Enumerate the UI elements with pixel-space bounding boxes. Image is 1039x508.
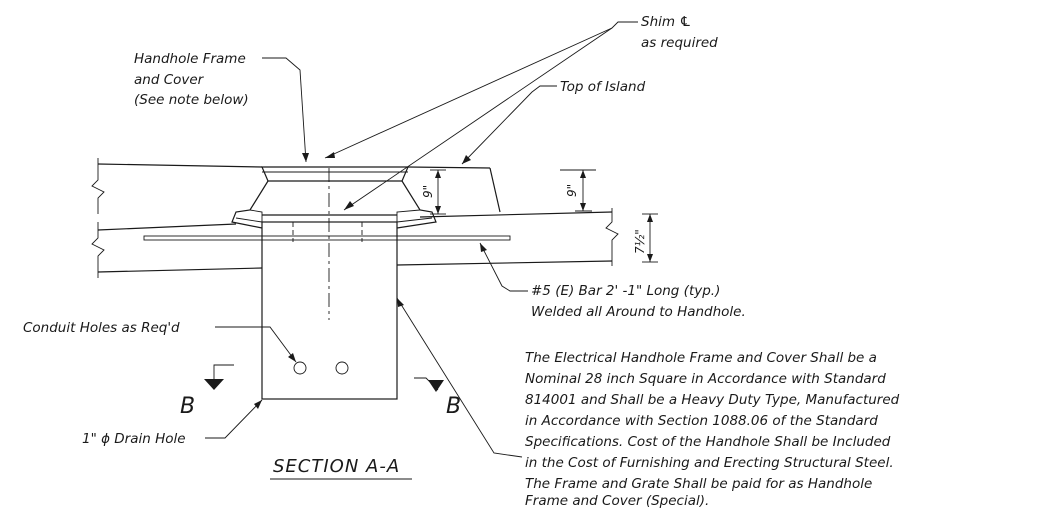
- note-block: The Electrical Handhole Frame and Cover …: [525, 350, 900, 508]
- break-line-left-top: [91, 158, 105, 214]
- leader-shim-2: [324, 27, 613, 159]
- label-top-island: Top of Island: [560, 79, 646, 95]
- section-b-right-label: B: [446, 394, 461, 419]
- section-b-left-label: B: [180, 394, 195, 419]
- leader-bar: [479, 242, 528, 292]
- slab-middle-line: [97, 223, 237, 231]
- leader-conduit-arrow: [288, 353, 296, 362]
- label-handhole-1: Handhole Frame: [134, 51, 246, 67]
- label-bar-2: Welded all Around to Handhole.: [531, 304, 746, 320]
- leader-conduit: [215, 326, 297, 363]
- island-edge: [489, 167, 501, 213]
- leader-shim-arrow: [344, 201, 354, 210]
- label-handhole-2: and Cover: [134, 72, 205, 88]
- conduit-hole-1: [293, 361, 307, 375]
- slab-top-line-right: [407, 166, 491, 169]
- break-line-right: [605, 208, 619, 266]
- note-line-2: Nominal 28 inch Square in Accordance wit…: [525, 371, 886, 387]
- section-title: SECTION A-A: [273, 456, 400, 477]
- note-line-7: The Frame and Grate Shall be paid for as…: [525, 476, 872, 492]
- dim-9in-right-text: 9": [565, 184, 579, 197]
- leader-shim-2-arrow: [325, 152, 335, 158]
- dimension-slab: [642, 213, 658, 263]
- slab-top-line-left: [97, 163, 263, 168]
- note-line-6: in the Cost of Furnishing and Erecting S…: [525, 455, 894, 471]
- note-line-8: Frame and Cover (Special).: [525, 493, 709, 508]
- label-shim-1: Shim ℄: [641, 14, 691, 30]
- leader-top-island: [461, 85, 557, 165]
- handhole-frame: [231, 166, 437, 229]
- dimension-9in-right: [560, 169, 596, 212]
- leader-handhole: [262, 57, 307, 163]
- reinforcing-bar: [143, 235, 511, 241]
- section-marker-right: [414, 377, 444, 392]
- dimension-9in-left: [430, 169, 446, 215]
- break-line-left-bottom: [91, 222, 105, 278]
- dim-slab-text: 7½": [633, 229, 647, 254]
- note-line-3: 814001 and Shall be a Heavy Duty Type, M…: [525, 392, 900, 408]
- leader-bar-arrow: [480, 243, 487, 252]
- leader-note-arrow: [397, 298, 404, 307]
- slab-bottom-line-left: [97, 267, 263, 273]
- label-handhole-3: (See note below): [134, 92, 249, 108]
- slab-bottom-line-right: [396, 260, 613, 266]
- label-bar-1: #5 (E) Bar 2' -1" Long (typ.): [531, 283, 720, 299]
- note-line-1: The Electrical Handhole Frame and Cover …: [525, 350, 877, 366]
- label-conduit: Conduit Holes as Req'd: [23, 320, 180, 336]
- dim-9in-left-text: 9": [421, 185, 435, 198]
- conduit-hole-2: [335, 361, 349, 375]
- label-drain: 1" ϕ Drain Hole: [82, 431, 186, 447]
- slab-middle-line-right: [419, 211, 613, 218]
- leader-handhole-arrow: [302, 153, 309, 162]
- leader-top-island-arrow: [462, 155, 471, 164]
- leader-drain: [205, 399, 263, 439]
- note-line-5: Specifications. Cost of the Handhole Sha…: [525, 434, 891, 450]
- leader-note: [396, 297, 523, 458]
- label-shim-2: as required: [641, 35, 718, 51]
- note-line-4: in Accordance with Section 1088.06 of th…: [525, 413, 878, 429]
- leader-drain-arrow: [254, 400, 262, 409]
- section-marker-left: [204, 364, 234, 390]
- handhole-box: [261, 221, 398, 400]
- leader-shim: [343, 21, 638, 211]
